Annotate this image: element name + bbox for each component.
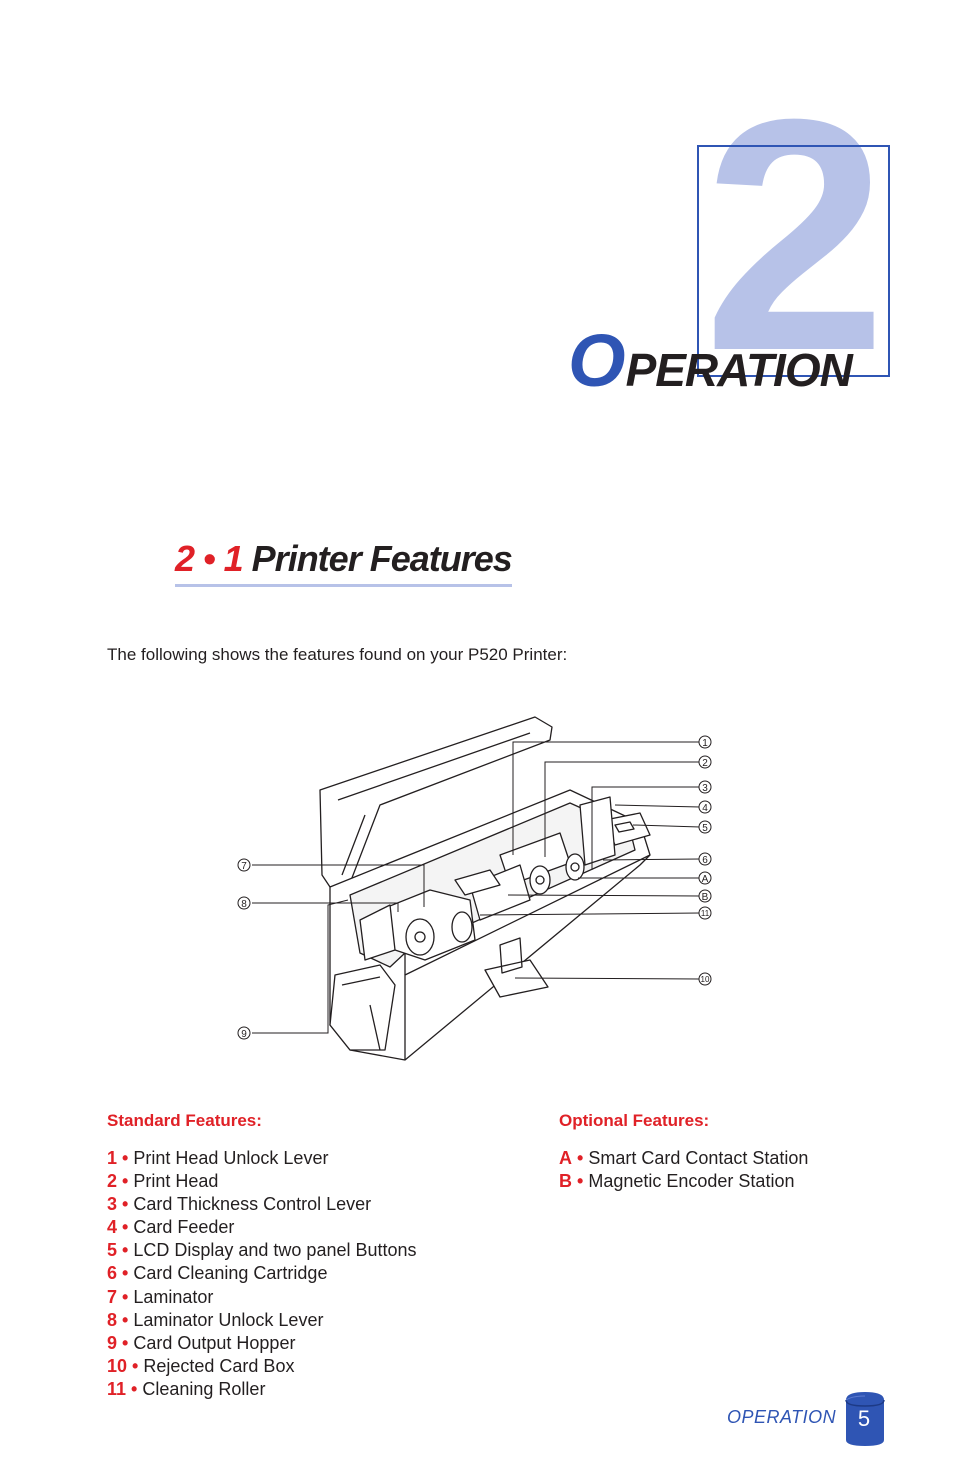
page-tab-icon [845, 1392, 885, 1446]
feature-key: 10 [107, 1355, 128, 1376]
chapter-title: OPERATION [568, 318, 853, 403]
callout-9: 9 [237, 1026, 251, 1040]
feature-label: LCD Display and two panel Buttons [133, 1240, 417, 1261]
feature-item: A • Smart Card Contact Station [559, 1147, 808, 1170]
svg-text:9: 9 [241, 1029, 247, 1040]
feature-label: Cleaning Roller [142, 1378, 266, 1399]
callout-10: 10 [698, 972, 712, 986]
callout-a: A [698, 871, 712, 885]
feature-key: 2 [107, 1171, 118, 1192]
callout-b: B [698, 889, 712, 903]
feature-bullet: • [122, 1286, 129, 1307]
svg-text:10: 10 [701, 975, 710, 984]
svg-text:6: 6 [702, 855, 708, 866]
callout-7: 7 [237, 858, 251, 872]
feature-key: 5 [107, 1240, 118, 1261]
callout-1: 1 [698, 735, 712, 749]
chapter-title-rest: PERATION [625, 344, 853, 396]
feature-bullet: • [132, 1355, 139, 1376]
feature-key: 6 [107, 1263, 118, 1284]
callout-4: 4 [698, 800, 712, 814]
feature-bullet: • [131, 1378, 138, 1399]
chapter-title-initial: O [568, 319, 626, 402]
feature-key: 11 [107, 1378, 127, 1399]
optional-features-heading: Optional Features: [559, 1111, 710, 1130]
svg-text:11: 11 [701, 909, 710, 918]
intro-paragraph: The following shows the features found o… [107, 645, 568, 664]
callout-6: 6 [698, 852, 712, 866]
feature-bullet: • [122, 1171, 129, 1192]
feature-label: Rejected Card Box [143, 1355, 295, 1376]
svg-text:7: 7 [241, 861, 247, 872]
feature-item: 2 • Print Head [107, 1170, 417, 1193]
svg-text:B: B [702, 892, 709, 903]
callout-5: 5 [698, 820, 712, 834]
feature-item: 4 • Card Feeder [107, 1216, 417, 1239]
feature-label: Print Head Unlock Lever [133, 1148, 329, 1168]
section-heading: 2 • 1 Printer Features [175, 538, 513, 587]
svg-text:2: 2 [702, 758, 708, 769]
page-number: 5 [857, 1406, 871, 1431]
printer-lid [319, 716, 553, 888]
feature-item: 7 • Laminator [107, 1286, 417, 1309]
feature-item: 11 • Cleaning Roller [107, 1378, 417, 1401]
section-title: Printer Features [251, 538, 513, 579]
feature-key: A [559, 1148, 572, 1168]
feature-item: 8 • Laminator Unlock Lever [107, 1309, 417, 1332]
svg-text:5: 5 [702, 823, 708, 834]
callout-3: 3 [698, 780, 712, 794]
feature-label: Smart Card Contact Station [588, 1148, 809, 1168]
feature-label: Card Thickness Control Lever [133, 1194, 372, 1215]
feature-label: Card Feeder [133, 1217, 235, 1238]
svg-text:A: A [702, 874, 709, 885]
feature-item: 6 • Card Cleaning Cartridge [107, 1262, 417, 1285]
feature-label: Laminator [133, 1286, 214, 1307]
printer-illustration: 1 2 3 4 5 6 A B 11 10 7 8 9 [237, 716, 712, 1061]
feature-item: B • Magnetic Encoder Station [559, 1170, 808, 1193]
feature-bullet: • [122, 1240, 129, 1261]
feature-bullet: • [577, 1148, 584, 1168]
feature-bullet: • [122, 1217, 129, 1238]
feature-label: Print Head [133, 1171, 219, 1192]
feature-item: 3 • Card Thickness Control Lever [107, 1193, 417, 1216]
chapter-numeral: 2 [703, 90, 887, 380]
feature-key: 9 [107, 1332, 118, 1353]
feature-bullet: • [122, 1309, 129, 1330]
svg-text:8: 8 [241, 899, 247, 910]
feature-key: 8 [107, 1309, 118, 1330]
feature-item: 10 • Rejected Card Box [107, 1355, 417, 1378]
section-number: 2 • 1 [175, 538, 244, 579]
standard-features-heading: Standard Features: [107, 1111, 262, 1130]
svg-text:1: 1 [702, 738, 708, 749]
callout-11: 11 [698, 906, 712, 920]
svg-text:3: 3 [702, 783, 708, 794]
feature-bullet: • [122, 1263, 129, 1284]
feature-bullet: • [577, 1171, 584, 1192]
feature-label: Card Cleaning Cartridge [133, 1263, 328, 1284]
feature-label: Laminator Unlock Lever [133, 1309, 324, 1330]
feature-key: B [559, 1171, 572, 1192]
feature-key: 3 [107, 1194, 118, 1215]
feature-key: 7 [107, 1286, 118, 1307]
card-feeder-block [579, 796, 616, 866]
feature-key: 1 [107, 1148, 118, 1168]
feature-label: Card Output Hopper [133, 1332, 296, 1353]
svg-text:4: 4 [702, 803, 708, 814]
feature-item: 5 • LCD Display and two panel Buttons [107, 1239, 417, 1262]
feature-label: Magnetic Encoder Station [588, 1171, 795, 1192]
footer-section-label: OPERATION [727, 1407, 837, 1427]
feature-item: 1 • Print Head Unlock Lever [107, 1147, 417, 1170]
chapter-number-frame [697, 145, 890, 377]
feature-bullet: • [122, 1194, 129, 1215]
output-hopper [329, 964, 396, 1051]
feature-key: 4 [107, 1217, 118, 1238]
laminator-unit [359, 889, 476, 961]
callout-2: 2 [698, 755, 712, 769]
feature-item: 9 • Card Output Hopper [107, 1332, 417, 1355]
feature-bullet: • [122, 1148, 129, 1168]
callout-8: 8 [237, 896, 251, 910]
feature-bullet: • [122, 1332, 129, 1353]
